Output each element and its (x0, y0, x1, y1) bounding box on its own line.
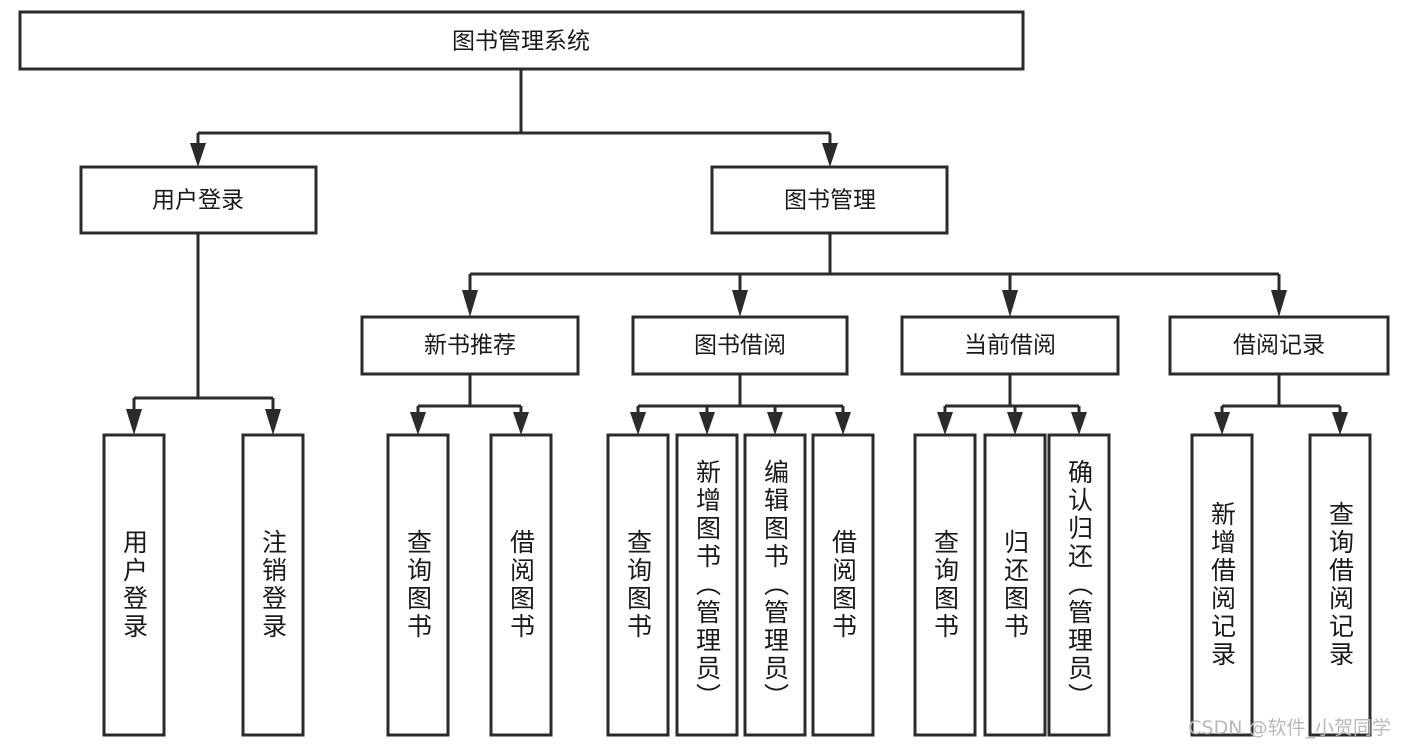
leaf-user-login-login-box (102, 433, 166, 737)
connectors-current-borrow-to-leaves (937, 374, 1087, 435)
node-current-borrow-label: 当前借阅 (964, 333, 1056, 359)
node-new-book-recommend-box (360, 315, 580, 376)
leaf-bb-borrow-book-box (811, 433, 875, 737)
connectors-new-book-recommend-to-leaves (410, 374, 529, 435)
arrow-head-leaf-user-login (126, 409, 142, 435)
leaf-br-add-record-box (1190, 433, 1254, 737)
node-root-system-label: 图书管理系统 (452, 29, 590, 55)
leaf-nbr-query-book-label: 查询图书 (404, 529, 433, 641)
leaf-nbr-query-book[interactable]: 查询图书 (386, 433, 450, 737)
arrow-head-new-book-recommend (462, 290, 478, 317)
leaf-cb-confirm-return-box (1047, 433, 1111, 737)
leaf-cb-return-book-box (983, 433, 1047, 737)
arrow-head-br-leaf-2 (1332, 412, 1348, 435)
arrow-head-cb-leaf-3 (1071, 412, 1087, 435)
connectors-book-borrow-to-leaves (630, 374, 851, 435)
leaf-nbr-borrow-book-label: 借阅图书 (507, 529, 536, 641)
node-book-borrow[interactable]: 图书借阅 (631, 315, 849, 376)
node-book-borrow-label: 图书借阅 (694, 333, 786, 359)
leaf-cb-query-book-box (913, 433, 977, 737)
leaf-nbr-borrow-book-box (489, 433, 553, 737)
node-borrow-record-box (1168, 315, 1390, 376)
leaf-bb-add-book[interactable]: 新增图书（管理员） (675, 433, 739, 737)
arrow-head-book-manage (822, 143, 838, 167)
node-root-system[interactable]: 图书管理系统 (18, 10, 1025, 71)
arrow-head-nbr-leaf-2 (513, 412, 529, 435)
leaf-user-login-logout[interactable]: 注销登录 (241, 433, 305, 737)
leaf-br-query-record[interactable]: 查询借阅记录 (1308, 433, 1372, 737)
arrow-head-bb-leaf-4 (835, 412, 851, 435)
connectors-borrow-record-to-leaves (1214, 374, 1348, 435)
leaf-bb-borrow-book-label: 借阅图书 (829, 529, 858, 641)
node-new-book-recommend-label: 新书推荐 (424, 333, 516, 359)
arrow-head-bb-leaf-3 (767, 412, 783, 435)
connectors-root-to-level2 (190, 69, 838, 167)
arrow-head-cb-leaf-2 (1007, 412, 1023, 435)
arrow-head-cb-leaf-1 (937, 412, 953, 435)
leaf-bb-edit-book-label: 编辑图书（管理员） (761, 459, 790, 711)
node-book-borrow-box (631, 315, 849, 376)
node-book-manage-box (710, 165, 949, 235)
leaf-bb-query-book[interactable]: 查询图书 (606, 433, 670, 737)
arrow-head-leaf-logout (265, 409, 281, 435)
node-root-system-box (18, 10, 1025, 71)
node-user-login-label: 用户登录 (152, 188, 244, 214)
leaf-cb-confirm-return[interactable]: 确认归还（管理员） (1047, 433, 1111, 737)
leaf-br-add-record-label: 新增借阅记录 (1208, 501, 1237, 669)
leaf-nbr-query-book-box (386, 433, 450, 737)
leaf-bb-query-book-box (606, 433, 670, 737)
leaf-bb-edit-book[interactable]: 编辑图书（管理员） (743, 433, 807, 737)
arrow-head-user-login (190, 143, 206, 167)
connectors-book-manage-to-level3 (462, 233, 1287, 317)
connectors-user-login-to-leaves (126, 233, 281, 435)
leaf-nbr-borrow-book[interactable]: 借阅图书 (489, 433, 553, 737)
leaf-cb-confirm-return-label: 确认归还（管理员） (1065, 459, 1094, 711)
leaf-user-login-logout-label: 注销登录 (259, 529, 288, 641)
arrow-head-bb-leaf-2 (699, 412, 715, 435)
leaf-bb-borrow-book[interactable]: 借阅图书 (811, 433, 875, 737)
leaf-br-query-record-box (1308, 433, 1372, 737)
arrow-head-br-leaf-1 (1214, 412, 1230, 435)
node-book-manage-label: 图书管理 (784, 188, 876, 214)
node-current-borrow[interactable]: 当前借阅 (900, 315, 1120, 376)
node-new-book-recommend[interactable]: 新书推荐 (360, 315, 580, 376)
leaf-bb-query-book-label: 查询图书 (624, 529, 653, 641)
leaf-bb-edit-book-box (743, 433, 807, 737)
node-borrow-record-label: 借阅记录 (1233, 333, 1325, 359)
arrow-head-book-borrow (732, 290, 748, 317)
leaf-bb-add-book-box (675, 433, 739, 737)
leaf-user-login-logout-box (241, 433, 305, 737)
leaf-cb-query-book[interactable]: 查询图书 (913, 433, 977, 737)
node-borrow-record[interactable]: 借阅记录 (1168, 315, 1390, 376)
arrow-head-current-borrow (1002, 290, 1018, 317)
arrow-head-borrow-record (1271, 290, 1287, 317)
node-user-login-box (79, 165, 318, 235)
leaf-bb-add-book-label: 新增图书（管理员） (693, 459, 722, 711)
leaf-user-login-login[interactable]: 用户登录 (102, 433, 166, 737)
leaf-cb-query-book-label: 查询图书 (931, 529, 960, 641)
leaf-user-login-login-label: 用户登录 (120, 529, 149, 641)
leaf-cb-return-book[interactable]: 归还图书 (983, 433, 1047, 737)
leaf-cb-return-book-label: 归还图书 (1001, 529, 1030, 641)
leaf-br-add-record[interactable]: 新增借阅记录 (1190, 433, 1254, 737)
node-book-manage[interactable]: 图书管理 (710, 165, 949, 235)
node-user-login[interactable]: 用户登录 (79, 165, 318, 235)
arrow-head-nbr-leaf-1 (410, 412, 426, 435)
arrow-head-bb-leaf-1 (630, 412, 646, 435)
node-current-borrow-box (900, 315, 1120, 376)
leaf-br-query-record-label: 查询借阅记录 (1326, 501, 1355, 669)
